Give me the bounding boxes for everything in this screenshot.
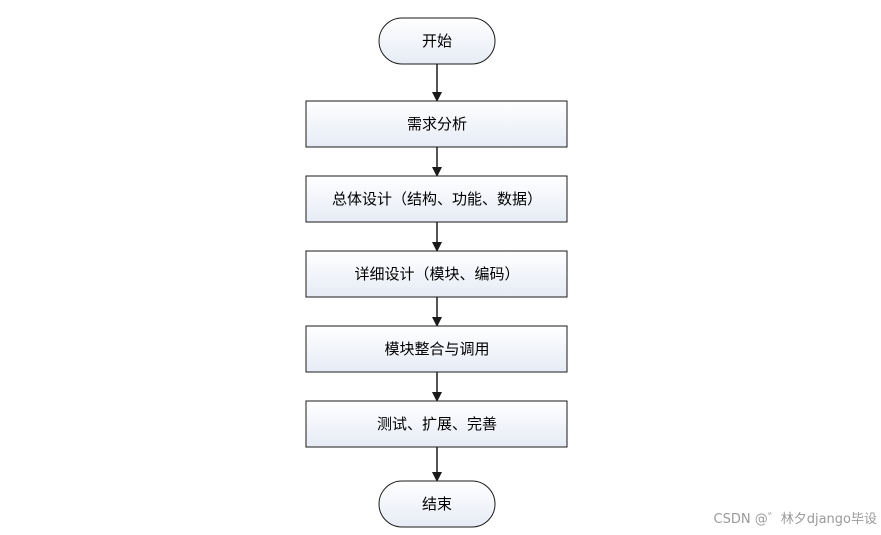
end-node-label: 结束 bbox=[422, 495, 452, 513]
process-step-1: 需求分析 bbox=[305, 100, 568, 148]
process-step-3: 详细设计（模块、编码） bbox=[305, 250, 568, 298]
process-step-1-label: 需求分析 bbox=[407, 115, 467, 133]
process-step-4-label: 模块整合与调用 bbox=[384, 340, 489, 358]
watermark: CSDN @゛林夕django毕设 bbox=[713, 512, 877, 527]
start-node-label: 开始 bbox=[422, 32, 452, 50]
end-node: 结束 bbox=[378, 480, 496, 528]
start-node: 开始 bbox=[378, 17, 496, 65]
process-step-3-label: 详细设计（模块、编码） bbox=[354, 265, 519, 283]
process-step-5-label: 测试、扩展、完善 bbox=[377, 415, 497, 433]
process-step-5: 测试、扩展、完善 bbox=[305, 400, 568, 448]
process-step-2-label: 总体设计（结构、功能、数据） bbox=[332, 190, 542, 208]
process-step-2: 总体设计（结构、功能、数据） bbox=[305, 175, 568, 223]
process-step-4: 模块整合与调用 bbox=[305, 325, 568, 373]
